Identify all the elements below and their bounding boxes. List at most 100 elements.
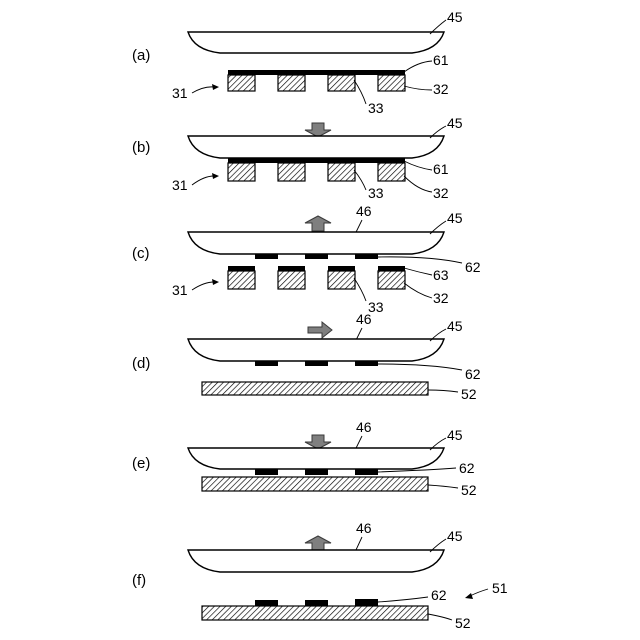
step-label: (e) [132, 455, 150, 472]
ref-lens: 45 [447, 528, 463, 544]
ref-pieces: 62 [465, 259, 481, 275]
arrow-right-icon [308, 322, 332, 338]
transferred-piece [255, 361, 278, 366]
residue [228, 266, 255, 271]
leader-die-arrowhead [212, 84, 219, 90]
ref-residue: 63 [433, 267, 449, 283]
transferred-piece [305, 600, 328, 606]
ref-film: 61 [433, 161, 449, 177]
die-block [328, 271, 355, 289]
step-label: (f) [132, 572, 146, 589]
lens [188, 550, 444, 572]
film [228, 70, 405, 75]
ref-die: 31 [172, 85, 188, 101]
leader-gap [354, 170, 366, 190]
leader-gap [354, 278, 366, 301]
lens [188, 232, 444, 254]
ref-surface: 46 [356, 311, 372, 327]
die-block [278, 163, 305, 181]
die-block [228, 75, 255, 91]
step-label: (a) [132, 47, 150, 64]
step-label: (d) [132, 355, 150, 372]
leader-assembly [470, 589, 488, 596]
ref-lens: 45 [447, 9, 463, 25]
transferred-piece [255, 469, 278, 475]
step-b: (b) 45 61 32 33 31 [132, 115, 463, 201]
transferred-piece [305, 361, 328, 366]
residue [328, 266, 355, 271]
step-d: 46 (d) 45 62 52 [132, 311, 481, 402]
ref-substrate: 52 [455, 615, 471, 631]
leader-die [192, 282, 214, 290]
transferred-piece [355, 254, 378, 259]
step-f: 46 (f) 45 62 52 51 [132, 520, 508, 631]
ref-pieces: 62 [465, 366, 481, 382]
ref-die: 31 [172, 177, 188, 193]
ref-assembly: 51 [492, 580, 508, 596]
leader-block [404, 283, 432, 298]
transferred-piece [355, 361, 378, 366]
substrate [202, 477, 428, 491]
arrow-down-icon [305, 435, 331, 449]
die-block [228, 271, 255, 289]
die-block [328, 75, 355, 91]
step-c: 46 (c) 45 62 63 32 33 31 [132, 203, 481, 315]
ref-surface: 46 [356, 419, 372, 435]
step-a: (a) 45 61 32 33 31 [132, 9, 463, 116]
leader-residue [404, 268, 432, 275]
leader-substrate [428, 614, 452, 620]
residue [378, 266, 405, 271]
step-e: 46 (e) 45 62 52 [132, 419, 477, 498]
ref-substrate: 52 [461, 482, 477, 498]
arrow-up-icon [305, 536, 331, 551]
ref-pieces: 62 [431, 587, 447, 603]
leader-die-arrowhead [212, 173, 219, 179]
transferred-piece [255, 600, 278, 606]
ref-gap: 33 [368, 100, 384, 116]
substrate [202, 382, 428, 395]
leader-block [404, 176, 432, 192]
leader-film [404, 61, 432, 72]
lens [188, 339, 444, 361]
die-block [328, 163, 355, 181]
lens [188, 448, 444, 469]
transferred-piece [355, 599, 378, 606]
substrate [202, 606, 428, 620]
transferred-piece [355, 469, 378, 475]
ref-substrate: 52 [461, 386, 477, 402]
ref-die: 31 [172, 282, 188, 298]
ref-pieces: 62 [459, 460, 475, 476]
transferred-piece [305, 254, 328, 259]
ref-film: 61 [433, 52, 449, 68]
die-block [378, 75, 405, 91]
leader-pieces [378, 257, 462, 263]
film [228, 158, 405, 163]
leader-substrate [428, 485, 458, 488]
die-block [278, 271, 305, 289]
die-block [228, 163, 255, 181]
ref-gap: 33 [368, 185, 384, 201]
arrow-up-icon [305, 216, 331, 231]
ref-surface: 46 [356, 520, 372, 536]
transferred-piece [305, 469, 328, 475]
leader-assembly-arrowhead [465, 593, 473, 599]
ref-block: 32 [433, 290, 449, 306]
ref-block: 32 [433, 81, 449, 97]
ref-lens: 45 [447, 115, 463, 131]
ref-lens: 45 [447, 318, 463, 334]
leader-pieces [378, 597, 428, 602]
die-block [378, 271, 405, 289]
ref-lens: 45 [447, 427, 463, 443]
leader-die-arrowhead [212, 279, 219, 285]
ref-surface: 46 [356, 203, 372, 219]
ref-block: 32 [433, 185, 449, 201]
die-block [378, 163, 405, 181]
leader-die [192, 87, 214, 93]
lens [188, 32, 444, 53]
step-label: (b) [132, 139, 150, 156]
arrow-down-icon [305, 123, 331, 137]
leader-block [404, 86, 432, 90]
ref-lens: 45 [447, 210, 463, 226]
lens [188, 136, 444, 158]
